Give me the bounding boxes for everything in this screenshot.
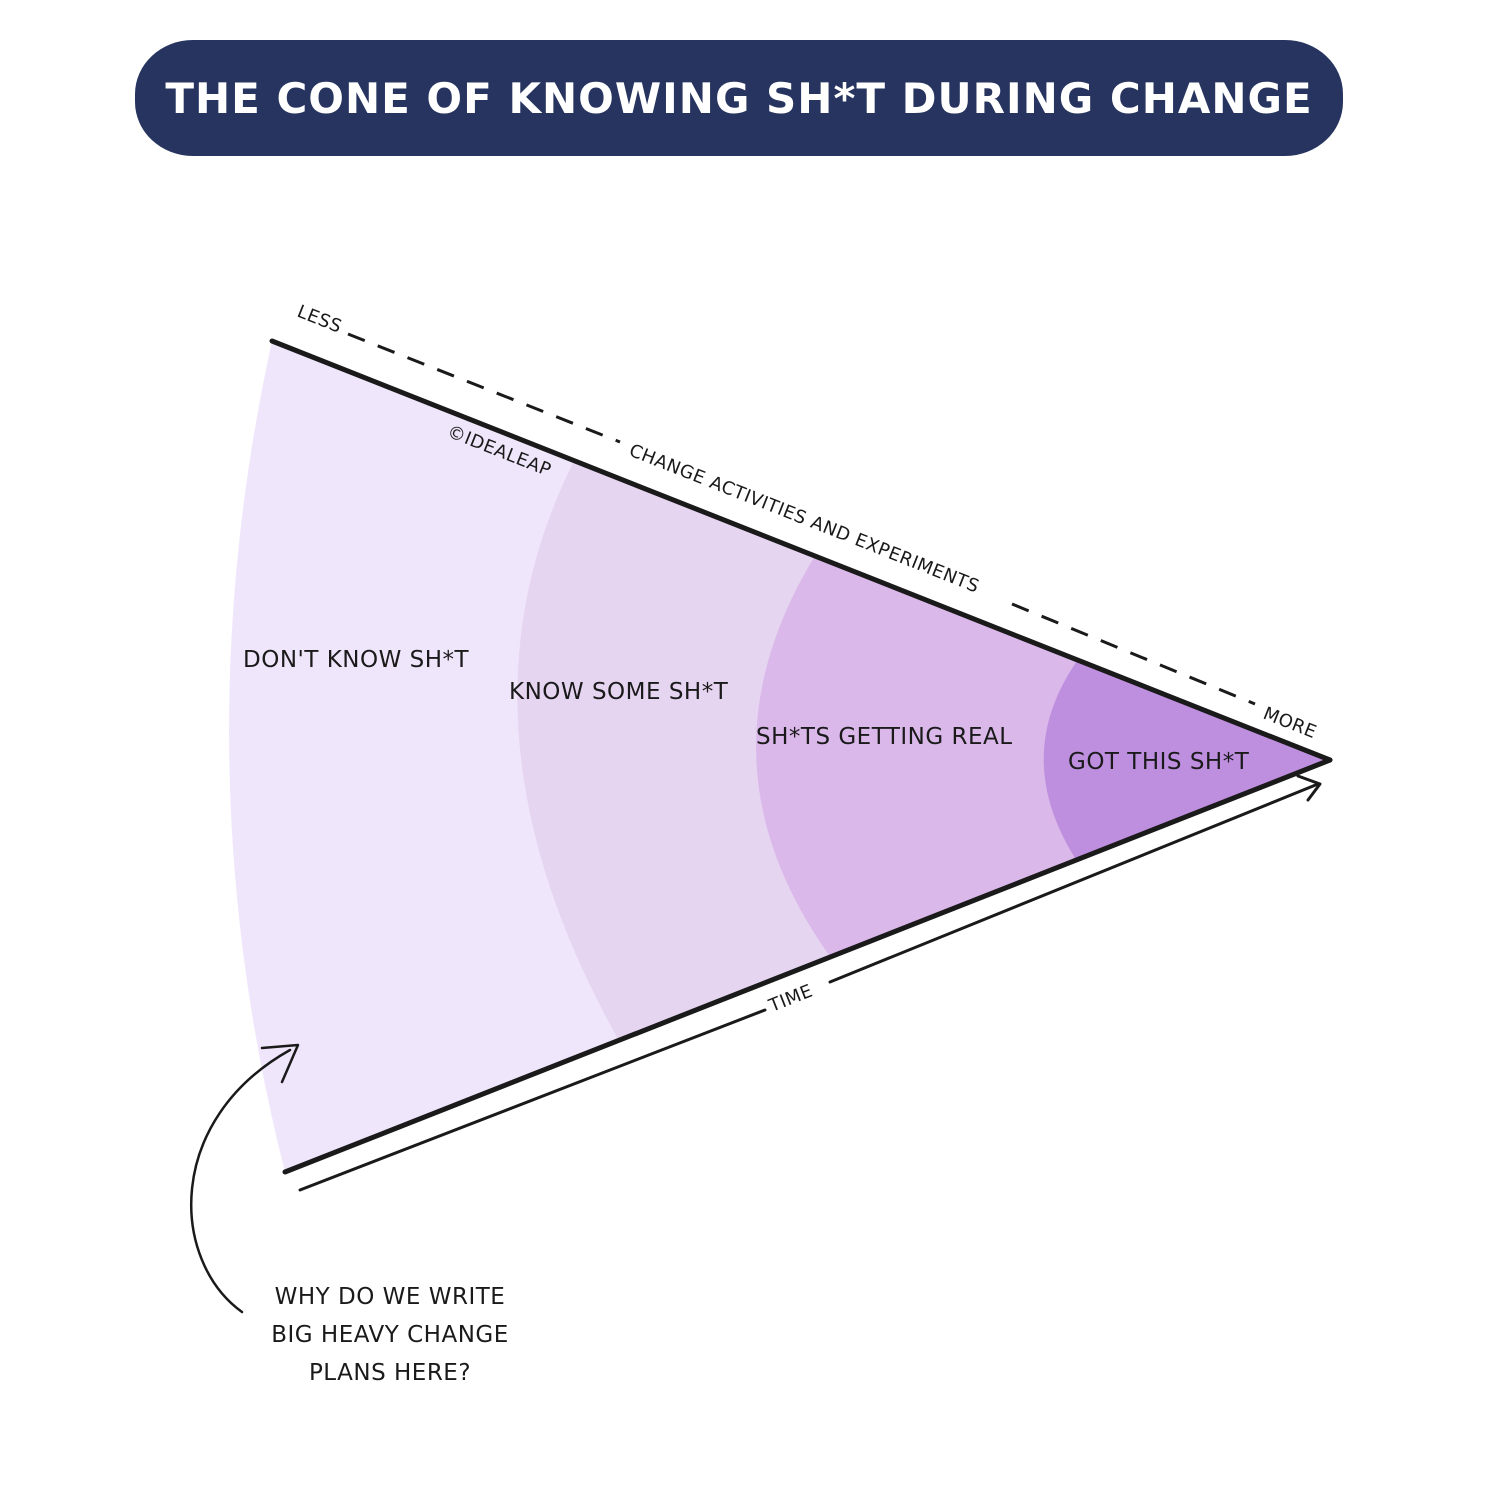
time-arrow-head-icon [1296, 774, 1322, 802]
zone-label-got-this: GOT THIS SH*T [1068, 749, 1250, 775]
page-title: THE CONE OF KNOWING SH*T DURING CHANGE [165, 73, 1313, 123]
time-axis-line [298, 1008, 767, 1192]
knowledge-axis-dashed [347, 332, 621, 444]
pointer-arrow-head-icon [260, 1043, 300, 1084]
zone-label-getting-real: SH*TS GETTING REAL [756, 724, 1013, 750]
note-line-3: PLANS HERE? [309, 1360, 471, 1386]
knowledge-axis-dashed-2 [1011, 602, 1256, 706]
cone-top-edge [269, 338, 1333, 763]
note-line-2: BIG HEAVY CHANGE [271, 1322, 509, 1348]
time-axis-line-2 [828, 782, 1320, 984]
zone-label-dont-know: DON'T KNOW SH*T [243, 647, 470, 673]
pointer-arrow-line [189, 1048, 292, 1314]
axis-label-time: TIME [765, 980, 816, 1017]
zone-got-this [1043, 341, 1331, 1100]
title-banner: THE CONE OF KNOWING SH*T DURING CHANGE [135, 40, 1343, 156]
axis-label-less: LESS [294, 301, 345, 338]
zone-label-know-some: KNOW SOME SH*T [509, 679, 729, 705]
cone-bottom-edge [282, 757, 1333, 1175]
note-line-1: WHY DO WE WRITE [275, 1284, 506, 1310]
